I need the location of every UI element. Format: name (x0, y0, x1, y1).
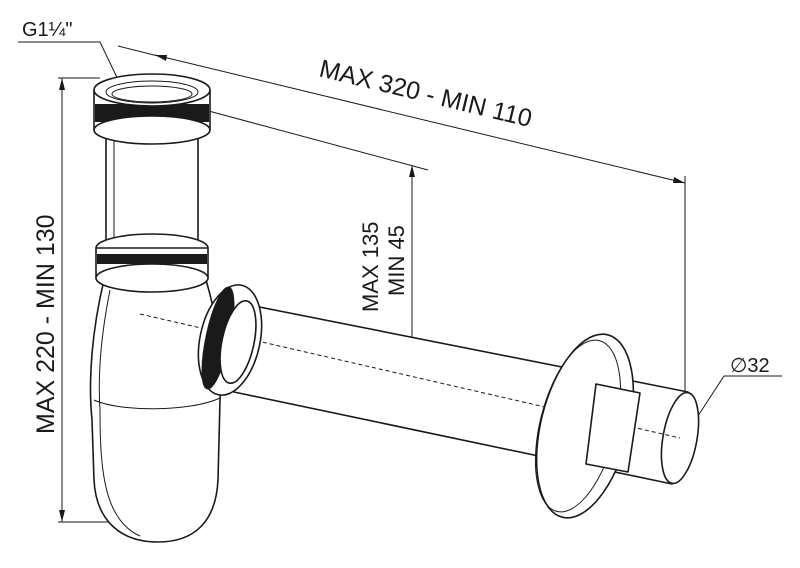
arrow-head (409, 165, 415, 177)
side-nut (197, 284, 263, 396)
bottle-cup-edge (99, 409, 141, 537)
height-dimension-label: MAX 220 - MIN 130 (32, 214, 60, 434)
drop-ext-top (204, 109, 429, 171)
top-nut (93, 73, 211, 145)
bottle-shell (89, 279, 222, 543)
width-ext-left (117, 45, 159, 57)
diameter-leader (693, 375, 782, 423)
width-dimension-label: MAX 320 - MIN 110 (317, 55, 535, 133)
arrow-head (59, 510, 65, 522)
arrow-head (155, 55, 167, 61)
top-nut-bore (105, 80, 199, 104)
nut-face (219, 299, 257, 385)
vertical-tube (95, 123, 209, 293)
collar-bottom (95, 263, 209, 293)
drop-max-label: MAX 135 (358, 222, 383, 313)
bottle-body (89, 279, 222, 543)
width-dimension-line (154, 54, 686, 184)
top-nut-bottom (93, 115, 211, 145)
thread-size-label: G1¼" (22, 19, 72, 41)
top-nut-thread (111, 85, 193, 103)
bottle-highlight (98, 289, 111, 411)
collar-knurl (97, 254, 207, 264)
arrow-head (59, 78, 65, 90)
diameter-label: ∅32 (730, 355, 770, 377)
top-nut-rim (93, 73, 211, 107)
wall-rosette (534, 333, 641, 519)
drop-min-label: MIN 45 (384, 225, 409, 296)
thread-leader (18, 41, 123, 89)
bottle-seam (93, 397, 221, 410)
pipe-through-rosette (585, 383, 641, 473)
arrow-head (673, 177, 685, 183)
